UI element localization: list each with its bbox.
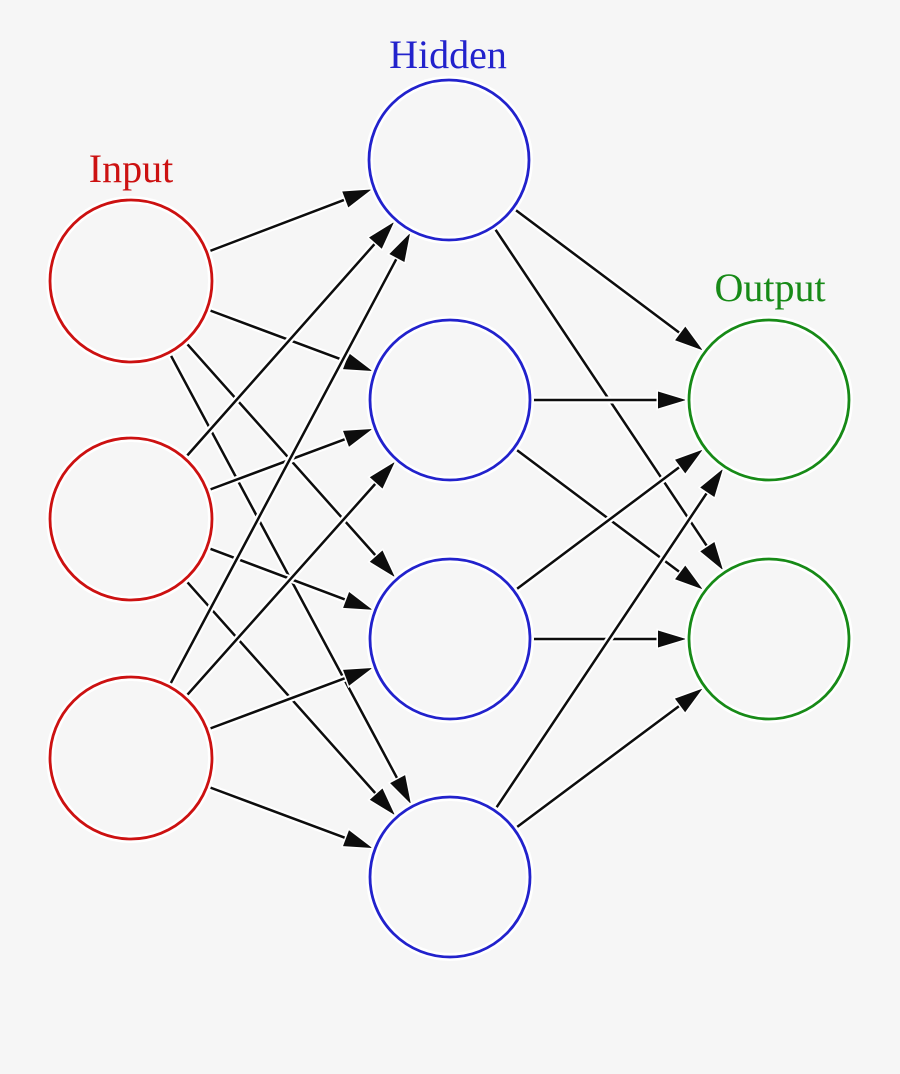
edge-hidden-2-to-output-2: [513, 446, 707, 593]
arrowhead-icon: [340, 350, 378, 373]
node-output-2: [685, 555, 853, 723]
edge-input-3-to-hidden-2: [183, 458, 399, 699]
arrowhead-icon: [340, 589, 378, 612]
node-input-1: [46, 196, 216, 366]
arrowhead-icon: [367, 458, 399, 491]
edge-hidden-4-to-output-2: [513, 685, 707, 831]
node-ring: [687, 557, 851, 721]
edges-group: [166, 187, 726, 850]
edge-input-3-to-hidden-3: [207, 666, 378, 733]
edge-shaft: [514, 463, 685, 591]
arrowhead-icon: [340, 427, 378, 450]
edge-shaft: [208, 196, 350, 253]
node-ring: [48, 675, 214, 841]
edge-shaft: [514, 448, 685, 576]
edge-shaft: [208, 436, 351, 492]
node-input-2: [46, 434, 216, 604]
node-output-1: [685, 316, 853, 484]
node-ring: [48, 198, 214, 364]
node-ring: [368, 557, 532, 721]
edge-shaft: [185, 342, 380, 560]
edge-shaft: [185, 479, 380, 697]
edge-input-1-to-hidden-3: [183, 340, 399, 581]
edge-shaft: [208, 785, 351, 841]
arrowhead-icon: [672, 446, 707, 476]
edge-shaft: [185, 239, 379, 458]
nodes-group: [46, 76, 853, 961]
edge-hidden-2-to-output-1: [532, 389, 692, 411]
node-ring: [48, 436, 214, 602]
node-hidden-1: [365, 76, 533, 244]
edge-shaft: [514, 701, 684, 829]
arrowhead-icon: [656, 389, 692, 411]
arrowhead-icon: [366, 218, 398, 252]
arrowhead-icon: [697, 539, 726, 575]
edge-shaft: [208, 547, 351, 603]
edge-hidden-3-to-output-2: [532, 628, 692, 650]
edge-input-2-to-hidden-3: [207, 544, 378, 612]
edge-shaft: [493, 227, 711, 551]
edge-input-3-to-hidden-1: [166, 228, 413, 687]
arrowhead-icon: [367, 786, 399, 819]
layer-label-input: Input: [89, 146, 173, 191]
node-ring: [687, 318, 851, 482]
edge-shaft: [513, 208, 685, 337]
node-ring: [367, 78, 531, 242]
node-ring: [368, 318, 532, 482]
edge-hidden-1-to-output-1: [512, 206, 707, 354]
arrowhead-icon: [672, 324, 707, 354]
arrowhead-icon: [672, 685, 707, 715]
edge-shaft: [185, 580, 380, 798]
edge-input-1-to-hidden-1: [207, 187, 377, 255]
edge-hidden-4-to-output-1: [492, 464, 726, 811]
arrowhead-icon: [656, 628, 692, 650]
node-input-3: [46, 673, 216, 843]
edge-hidden-3-to-output-1: [513, 446, 707, 593]
arrowhead-icon: [387, 772, 414, 809]
edge-shaft: [168, 253, 400, 686]
arrowhead-icon: [340, 187, 377, 210]
node-hidden-3: [366, 555, 534, 723]
layer-label-output: Output: [714, 265, 825, 310]
node-ring: [368, 795, 532, 959]
edge-shaft: [494, 488, 711, 810]
arrowhead-icon: [367, 548, 399, 581]
arrowhead-icon: [340, 666, 378, 689]
node-hidden-2: [366, 316, 534, 484]
edge-input-3-to-hidden-4: [207, 783, 378, 850]
edge-input-2-to-hidden-4: [183, 578, 399, 819]
edge-shaft: [208, 308, 351, 364]
labels-group: Input Hidden Output: [89, 32, 826, 310]
edge-input-2-to-hidden-2: [207, 427, 378, 494]
edge-shaft: [208, 675, 351, 731]
edge-hidden-1-to-output-2: [491, 226, 726, 575]
edge-shaft: [169, 353, 401, 784]
node-hidden-4: [366, 793, 534, 961]
edge-input-2-to-hidden-1: [183, 218, 398, 460]
layer-label-hidden: Hidden: [389, 32, 507, 77]
arrowhead-icon: [386, 228, 413, 265]
arrowhead-icon: [672, 563, 707, 593]
arrowhead-icon: [340, 827, 378, 850]
edge-input-1-to-hidden-2: [207, 306, 378, 373]
arrowhead-icon: [697, 464, 726, 500]
